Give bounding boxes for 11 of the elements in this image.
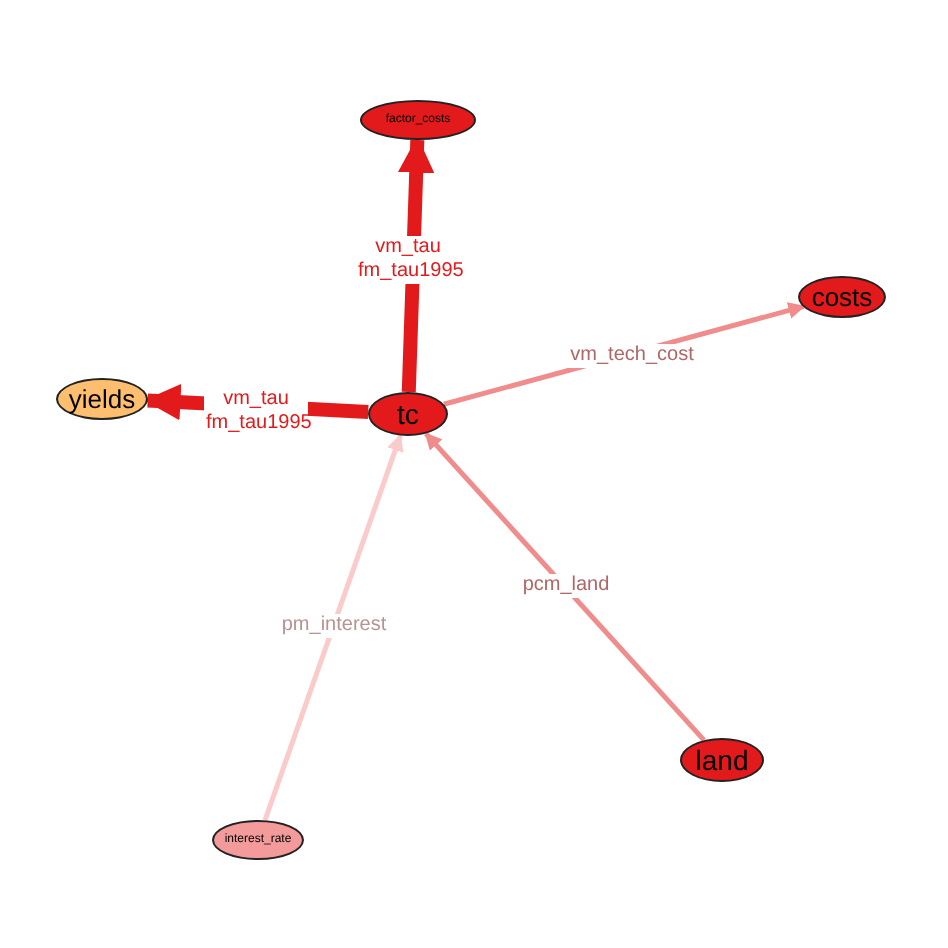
ellipse-node: land bbox=[680, 738, 764, 782]
edge-label: vm_tech_cost bbox=[568, 344, 696, 368]
ellipse-node: yields bbox=[56, 377, 148, 419]
edge-label: pm_interest bbox=[279, 614, 389, 638]
edge-label: pcm_land bbox=[520, 574, 612, 598]
arrow bbox=[262, 434, 404, 822]
ellipse-node: tc bbox=[368, 392, 448, 436]
ellipse-node: costs bbox=[798, 275, 886, 317]
edge-label: vm_tau fm_tau1995 bbox=[356, 236, 460, 284]
arrow bbox=[424, 432, 706, 742]
edge-label: vm_tau fm_tau1995 bbox=[204, 388, 308, 436]
